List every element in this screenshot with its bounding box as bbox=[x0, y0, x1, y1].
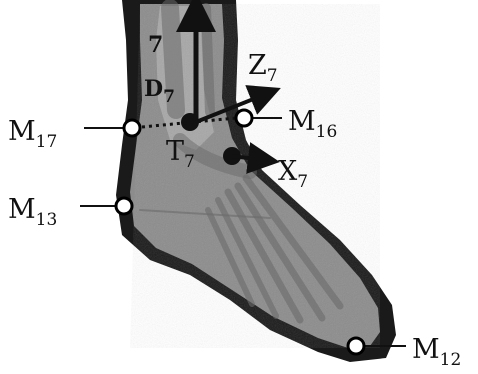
m13-marker bbox=[80, 198, 132, 214]
m17-marker bbox=[84, 120, 140, 136]
m12-marker-label: M12 bbox=[412, 334, 461, 370]
m13-marker-label: M13 bbox=[8, 194, 57, 230]
m17-marker-label: M17 bbox=[8, 116, 57, 152]
top-axis-partial-label: 7 bbox=[148, 32, 163, 58]
